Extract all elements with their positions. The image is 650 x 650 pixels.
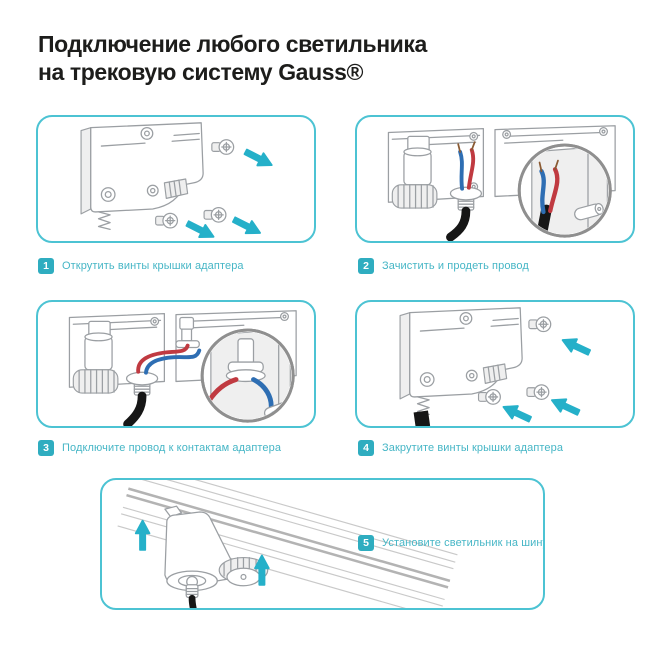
step3-caption-label: Подключите провод к контактам адаптера [62,442,282,454]
arrow-down-right-icon [232,216,261,235]
arrow-up-left-icon [561,338,592,356]
step5-caption-label: Установите светильник на шину [382,537,545,549]
step3-illustration [68,310,297,426]
title-line-2: на трековую систему Gauss® [38,59,364,85]
arrow-up-icon [134,519,151,551]
arrow-up-icon [254,554,270,586]
cable [123,391,147,426]
screw-icon [155,212,179,229]
connector-stub [482,363,508,384]
step2-caption: 2 Зачистить и продеть провод [358,258,529,274]
screw-icon [526,384,550,400]
step5-illustration [117,480,458,608]
step1-illustration [80,122,273,239]
arrow-down-right-icon [185,220,215,239]
step4-number-badge: 4 [358,440,374,456]
connected-wires [136,343,202,375]
arrow-up-left-icon [502,405,532,423]
title-line-1: Подключение любого светильника [38,31,427,57]
magnifier-circle-icon [200,328,295,423]
screw-icon [211,139,235,155]
screw-icon [477,389,501,405]
spring [97,211,111,231]
step4-panel [355,300,635,428]
step4-caption: 4 Закрутите винты крышки адаптера [358,440,563,456]
knurled-knob [218,556,269,587]
step3-number-badge: 3 [38,440,54,456]
step1-number-badge: 1 [38,258,54,274]
step4-illustration [399,307,592,426]
stripped-wires [457,141,476,191]
arrow-down-right-icon [243,148,273,167]
adapter-on-track [164,505,269,608]
connector-stub [163,178,189,199]
contact-posts [175,316,200,349]
latch-and-wheel [391,135,438,209]
cable-gland [125,371,159,396]
step2-panel [355,115,635,243]
screw-icon [528,316,552,333]
step5-number-badge: 5 [358,535,374,551]
magnifier-circle-icon [517,143,612,238]
step3-panel [36,300,316,428]
arrow-up-left-icon [551,398,581,416]
step1-panel [36,115,316,243]
cable-gland [449,186,483,211]
step2-caption-label: Зачистить и продеть провод [382,260,529,272]
step2-illustration [387,125,616,241]
step5-caption: 5 Установите светильник на шину [358,535,545,551]
cable [446,206,471,241]
screw-icon [203,206,227,223]
step2-number-badge: 2 [358,258,374,274]
latch-and-wheel [72,320,119,394]
step3-caption: 3 Подключите провод к контактам адаптера [38,440,281,456]
step1-caption-label: Открутить винты крышки адаптера [62,260,244,272]
adapter-cover [80,122,204,231]
adapter-cover [399,307,523,426]
step1-caption: 1 Открутить винты крышки адаптера [38,258,244,274]
step5-panel: 5 Установите светильник на шину [100,478,545,610]
step4-caption-label: Закрутите винты крышки адаптера [382,442,564,454]
page-title: Подключение любого светильника на треков… [38,30,427,86]
cable [413,410,431,426]
